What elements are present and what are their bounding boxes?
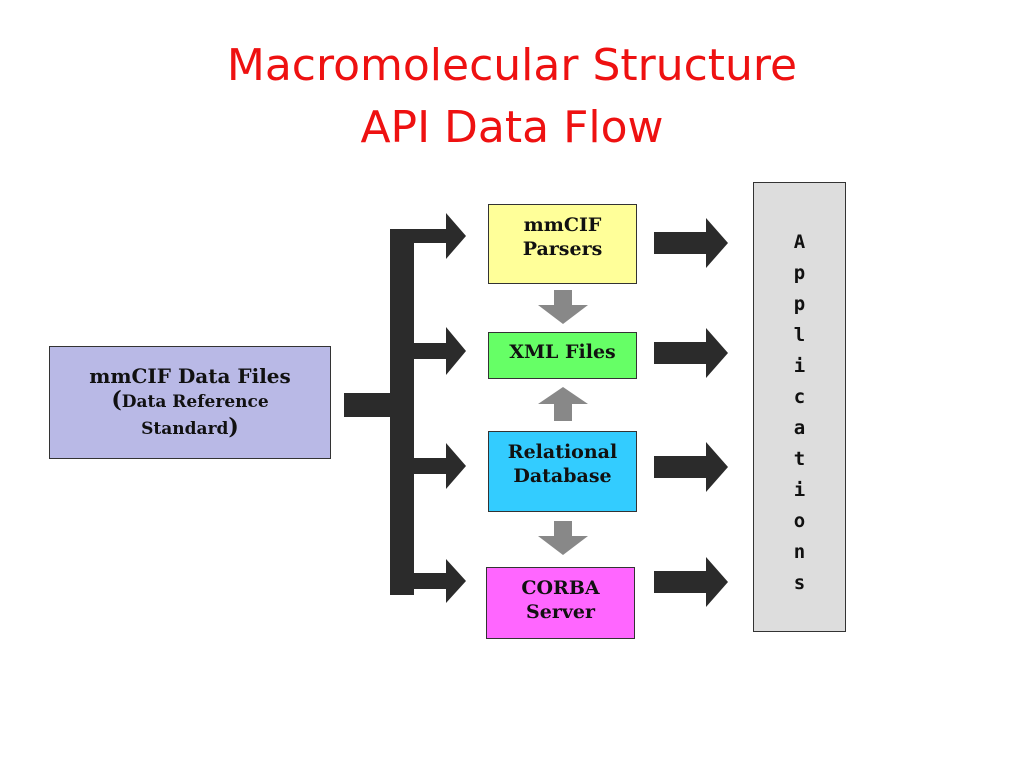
- slide-title-line1: Macromolecular Structure: [226, 40, 798, 91]
- node-database-line1: Relational: [507, 441, 618, 463]
- source-label-line3: Standard): [141, 415, 239, 442]
- applications-letter: t: [793, 448, 806, 470]
- applications-letter: o: [793, 510, 806, 532]
- applications-letter: i: [793, 479, 806, 501]
- applications-letter: p: [793, 293, 806, 315]
- gray-arrow-database-to-xml: [538, 387, 588, 421]
- app-arrow-parsers: [654, 218, 728, 268]
- node-parsers-line1: mmCIF: [523, 214, 602, 236]
- source-label-standard: Standard: [141, 418, 229, 439]
- branch-arrow-corba: [390, 559, 466, 603]
- applications-letter: p: [793, 262, 806, 284]
- applications-letter: i: [793, 355, 806, 377]
- app-arrow-database: [654, 442, 728, 492]
- node-corba-line2: Server: [526, 601, 595, 623]
- gray-arrow-parsers-to-xml: [538, 290, 588, 324]
- node-corba-server: CORBA Server: [486, 567, 635, 639]
- applications-letter: n: [793, 541, 806, 563]
- applications-letter: s: [793, 572, 806, 594]
- branch-bracket: [390, 229, 414, 595]
- node-relational-database: Relational Database: [488, 431, 637, 512]
- branch-arrow-database: [414, 443, 466, 489]
- source-stub: [344, 393, 392, 417]
- branch-arrow-parsers: [390, 213, 466, 259]
- source-box-mmcif-data-files: mmCIF Data Files (Data Reference Standar…: [49, 346, 331, 459]
- source-label-data-reference: Data Reference: [121, 391, 269, 412]
- app-arrow-xml: [654, 328, 728, 378]
- node-xml-line1: XML Files: [509, 341, 616, 363]
- applications-letter: c: [793, 386, 806, 408]
- source-paren-open: (: [111, 386, 122, 413]
- applications-letter: A: [793, 231, 806, 253]
- applications-box: A p p l i c a t i o n s: [753, 182, 846, 632]
- branch-arrow-xml: [414, 327, 466, 375]
- source-label-line2: (Data Reference: [111, 388, 268, 415]
- node-mmcif-parsers: mmCIF Parsers: [488, 204, 637, 284]
- node-database-line2: Database: [513, 465, 612, 487]
- slide-title-line2: API Data Flow: [360, 102, 664, 153]
- source-label-line1: mmCIF Data Files: [89, 363, 291, 388]
- source-paren-close: ): [228, 413, 239, 440]
- node-xml-files: XML Files: [488, 332, 637, 379]
- applications-letter: l: [793, 324, 806, 346]
- node-corba-line1: CORBA: [521, 577, 600, 599]
- applications-letter: a: [793, 417, 806, 439]
- app-arrow-corba: [654, 557, 728, 607]
- node-parsers-line2: Parsers: [522, 238, 603, 260]
- gray-arrow-database-to-corba: [538, 521, 588, 555]
